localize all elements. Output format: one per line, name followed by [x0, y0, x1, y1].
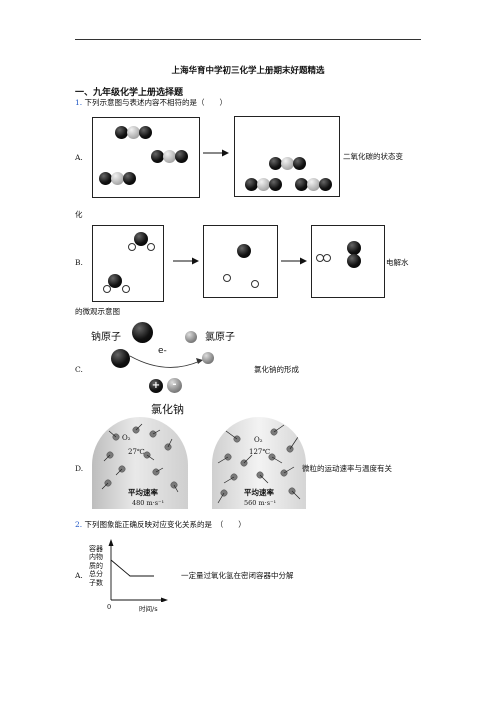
header-rule [75, 39, 421, 40]
sodium-chloride-label: 氯化钠 [151, 403, 184, 416]
co2-gas-box [92, 117, 200, 198]
sodium-atom-label: 钠原子 [91, 332, 121, 343]
chlorine-atom [185, 331, 197, 343]
q2-number: 2. [75, 520, 83, 529]
co2-solid-box [234, 116, 340, 197]
chlorine-atom-reacting [202, 352, 214, 364]
q1-option-c-desc: 氯化钠的形成 [254, 365, 299, 374]
q2-graph-origin: 0 [107, 603, 112, 611]
q2-graph-xlabel: 时间/s [139, 605, 158, 613]
minus-sign: - [172, 379, 177, 390]
q1-stem: 1. 下列示意图与表述内容不相符的是（ ） [75, 99, 227, 107]
q2-graph-ylabel: 容器 内物 质的 总分 子数 [89, 545, 103, 587]
water-molecules-box [92, 225, 164, 302]
y-axis-arrow [108, 539, 114, 546]
sodium-ion [149, 379, 163, 393]
sodium-atom-reacting [111, 349, 130, 368]
q2-option-a-desc: 一定量过氧化氢在密闭容器中分解 [181, 571, 294, 580]
arrow-right-icon [173, 257, 199, 265]
q1-option-b-desc-cont: 的微观示意图 [75, 307, 120, 316]
sodium-atom [132, 322, 153, 343]
q1-option-d-letter: D. [75, 464, 84, 473]
section-heading: 一、九年级化学上册选择题 [75, 88, 184, 98]
q1-option-b-desc: 电解水 [386, 258, 409, 267]
arrow-right-icon [281, 257, 307, 265]
q1-option-c-letter: C. [75, 365, 83, 374]
electron-transfer-arrow [129, 355, 203, 368]
graph-line [110, 559, 154, 577]
q2-graph [108, 539, 168, 602]
page-title: 上海华育中学初三化学上册期末好题精选 [171, 66, 325, 76]
q2-stem: 2. 下列图象能正确反映对应变化关系的是 （ ） [75, 521, 246, 529]
chloride-ion [167, 378, 182, 393]
chlorine-atom-label: 氯原子 [205, 332, 235, 343]
q1-option-a-letter: A. [75, 153, 83, 162]
atoms-box [203, 225, 278, 298]
q1-option-a-desc-cont: 化 [75, 210, 83, 219]
electron-label: e- [158, 346, 167, 356]
q1-option-b-letter: B. [75, 258, 83, 267]
arrow-right-icon [203, 149, 229, 157]
container-27c: O₂ 27℃ 平均速率 480 m·s⁻¹ [92, 417, 188, 509]
products-box [311, 225, 385, 298]
plus-sign: + [151, 380, 161, 391]
q1-option-a-desc: 二氧化碳的状态变 [343, 152, 403, 161]
q2-text: 下列图象能正确反映对应变化关系的是 （ ） [84, 520, 246, 529]
x-axis-arrow [161, 597, 168, 602]
q1-option-d-desc: 微粒的运动速率与温度有关 [302, 464, 392, 473]
container-127c: O₂ 127℃ 平均速率 560 m·s⁻¹ [212, 417, 306, 509]
q1-text: 下列示意图与表述内容不相符的是（ ） [84, 98, 228, 107]
q2-option-a-letter: A. [75, 571, 83, 580]
q1-number: 1. [75, 98, 83, 107]
